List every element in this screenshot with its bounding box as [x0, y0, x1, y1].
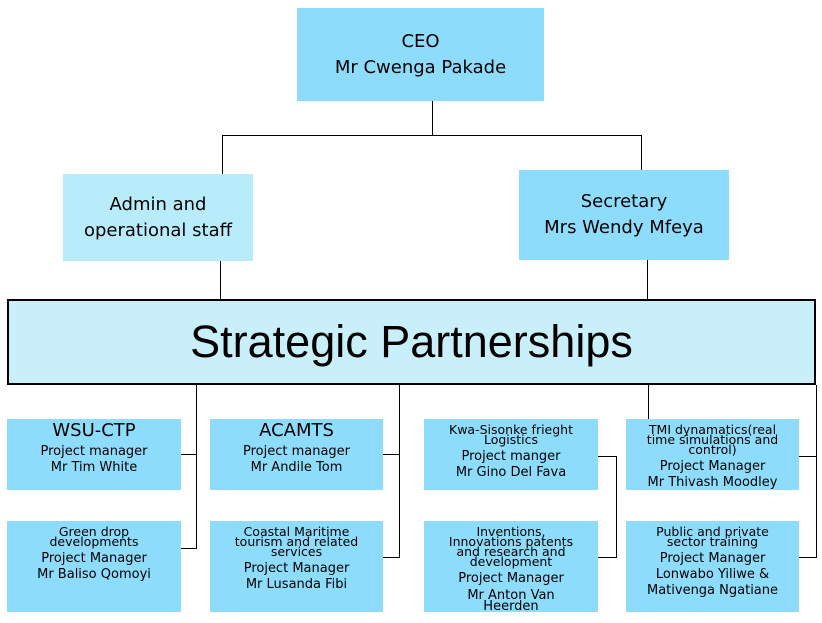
partner-role: Project Manager [659, 459, 766, 474]
admin-line-1: Admin and [109, 193, 207, 215]
partner-name: Mr Tim White [50, 460, 138, 475]
connector-line [222, 135, 223, 174]
admin-line-2: operational staff [83, 219, 233, 241]
connector-line [399, 385, 400, 558]
partner-card-green-drop: Green drop developments Project Manager … [7, 521, 181, 612]
partner-card-kwa-sisonke: Kwa-Sisonke frieght Logistics Project ma… [424, 419, 598, 490]
connector-line [181, 454, 197, 455]
partner-card-wsu-ctp: WSU-CTP Project manager Mr Tim White [7, 419, 181, 490]
connector-line [598, 456, 617, 457]
partner-title: WSU-CTP [52, 420, 136, 441]
connector-line [196, 385, 197, 548]
partner-card-inventions: Inventions, Innovations patents and rese… [424, 521, 598, 612]
partner-name: Mr Baliso Qomoyi [37, 567, 151, 582]
partner-name: Mr Andile Tom [250, 460, 343, 475]
secretary-name: Mrs Wendy Mfeya [544, 217, 704, 238]
partner-card-public-private-training: Public and private sector training Proje… [626, 521, 799, 612]
partner-name: Mr Lusanda Fibi [245, 577, 348, 592]
partner-role: Project manger [461, 449, 561, 464]
connector-line [816, 385, 817, 557]
connector-line [432, 101, 433, 135]
partner-card-coastal-maritime: Coastal Maritime tourism and related ser… [210, 521, 383, 612]
strategic-partnerships-box: Strategic Partnerships [7, 299, 816, 385]
partner-name: Lonwabo Yiliwe & Mativenga Ngatiane [646, 567, 779, 598]
partner-role: Project manager [242, 444, 351, 459]
connector-line [641, 135, 642, 170]
partner-title: Kwa-Sisonke frieght Logistics [449, 422, 573, 447]
ceo-role: CEO [401, 30, 440, 52]
ceo-name: Mr Cwenga Pakade [334, 56, 507, 78]
connector-line [222, 135, 642, 136]
connector-line [598, 557, 617, 558]
ceo-box: CEO Mr Cwenga Pakade [297, 8, 544, 101]
partner-role: Project Manager [659, 551, 766, 566]
connector-line [648, 385, 649, 419]
strategic-partnerships-title: Strategic Partnerships [190, 316, 633, 367]
partner-title: Public and private sector training [656, 524, 769, 549]
partner-title: Green drop developments [49, 524, 139, 549]
partner-role: Project Manager [243, 561, 350, 576]
partner-name: Mr Gino Del Fava [455, 465, 567, 480]
partner-title: Coastal Maritime tourism and related ser… [234, 524, 359, 559]
partner-role: Project Manager [458, 571, 564, 586]
connector-line [616, 456, 617, 557]
partner-title: ACAMTS [259, 420, 334, 441]
connector-line [383, 454, 400, 455]
partner-role: Project manager [40, 444, 148, 459]
partner-card-tmi-dynamatics: TMI dynamatics(real time simulations and… [626, 419, 799, 490]
connector-line [181, 548, 197, 549]
partner-title: Inventions, Innovations patents and rese… [448, 524, 574, 569]
connector-line [799, 557, 817, 558]
partner-title: TMI dynamatics(real time simulations and… [646, 422, 779, 457]
secretary-role: Secretary [580, 191, 668, 212]
admin-box: Admin and operational staff [63, 174, 253, 261]
partner-role: Project Manager [41, 551, 147, 566]
connector-line [799, 456, 817, 457]
connector-line [383, 557, 400, 558]
secretary-box: Secretary Mrs Wendy Mfeya [519, 170, 729, 260]
partner-card-acamts: ACAMTS Project manager Mr Andile Tom [210, 419, 383, 490]
partner-name: Mr Anton Van Heerden [467, 588, 555, 612]
connector-line [647, 260, 648, 299]
connector-line [220, 261, 221, 299]
partner-name: Mr Thivash Moodley [647, 475, 778, 490]
